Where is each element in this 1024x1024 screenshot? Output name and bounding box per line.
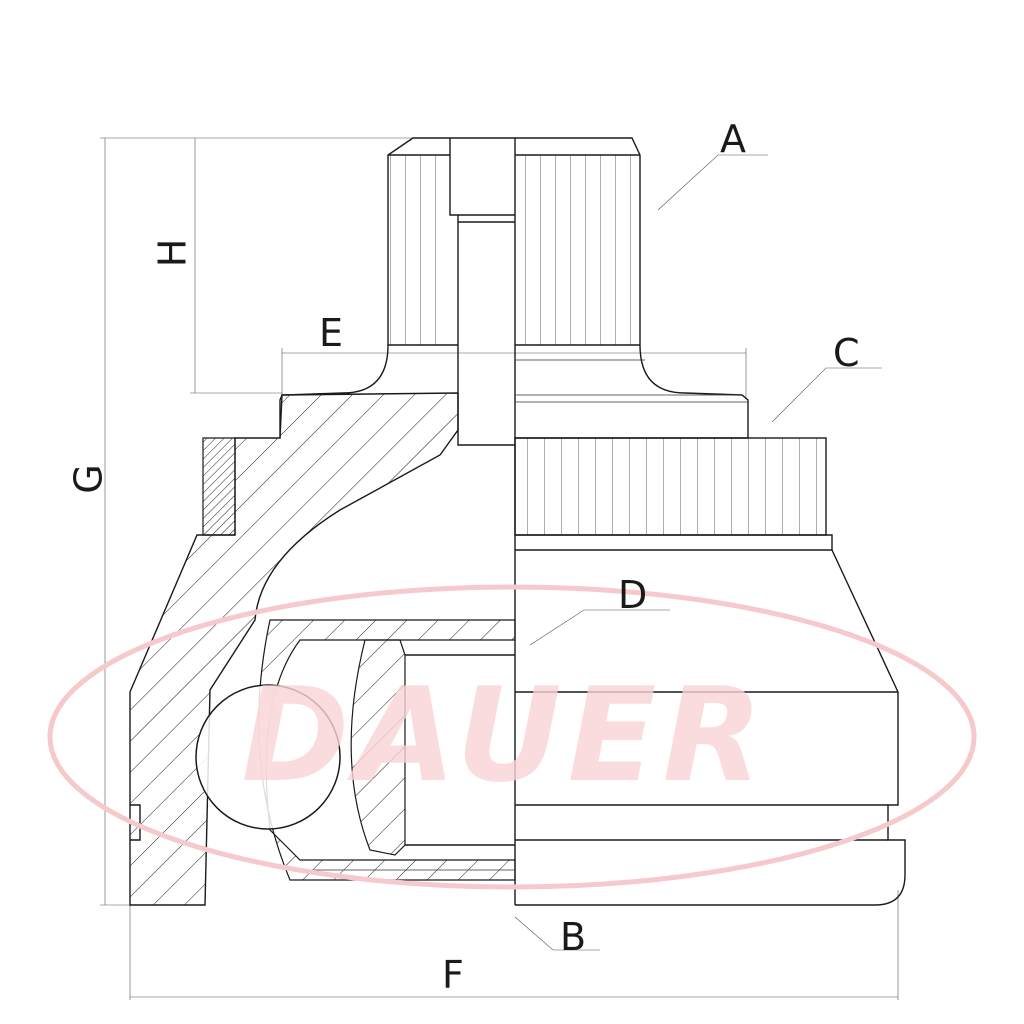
label-g: G — [66, 464, 111, 494]
label-f: F — [442, 953, 464, 997]
dimension-lines — [100, 137, 899, 1000]
ball-bearing — [195, 684, 341, 830]
label-c: C — [833, 331, 860, 375]
label-h: H — [150, 238, 195, 268]
label-d: D — [618, 573, 648, 617]
watermark-text: DAUER — [241, 659, 768, 811]
watermark-logo: DAUER — [47, 584, 977, 890]
label-b: B — [560, 915, 587, 959]
label-e: E — [319, 311, 344, 355]
watermark-ellipse — [47, 584, 977, 890]
exterior-view — [514, 137, 906, 906]
label-a: A — [720, 117, 746, 161]
section-view — [129, 137, 516, 906]
